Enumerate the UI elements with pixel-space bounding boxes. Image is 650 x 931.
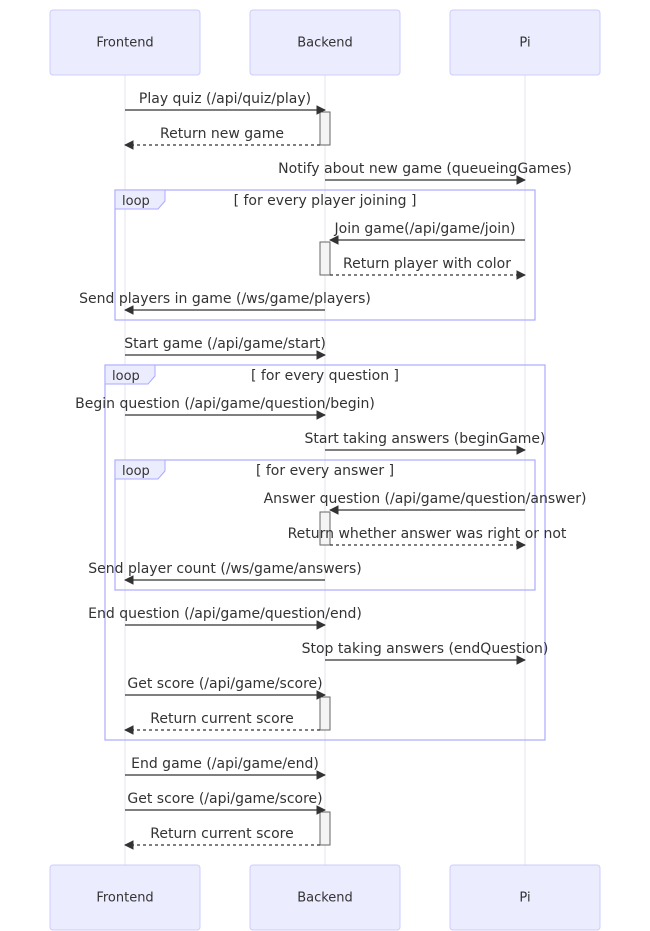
message-label: Return current score	[150, 826, 293, 842]
message: Return player with color	[330, 256, 526, 280]
activation-backend-1	[319, 111, 331, 146]
message-label: Notify about new game (queueingGames)	[278, 161, 572, 177]
loop-player-joining-condition: [ for every player joining ]	[234, 193, 417, 209]
message: Start taking answers (beginGame)	[305, 431, 546, 455]
loop-question-condition: [ for every question ]	[251, 368, 399, 384]
message-label: Answer question (/api/game/question/answ…	[264, 491, 587, 507]
message-label: Return whether answer was right or not	[288, 526, 567, 542]
actor-pi-top-label: Pi	[519, 36, 530, 51]
actor-frontend-bottom-label: Frontend	[96, 891, 153, 906]
message: End question (/api/game/question/end)	[88, 606, 362, 630]
message-label: Return player with color	[343, 256, 511, 272]
loop-answer-condition: [ for every answer ]	[256, 463, 394, 479]
message-label: Get score (/api/game/score)	[127, 791, 322, 807]
actor-pi-bottom-label: Pi	[519, 891, 530, 906]
message-label: Stop taking answers (endQuestion)	[302, 641, 549, 657]
actor-frontend-top: Frontend	[49, 9, 201, 76]
message: Start game (/api/game/start)	[124, 336, 326, 360]
actor-frontend-bottom: Frontend	[49, 864, 201, 931]
actor-backend-bottom: Backend	[249, 864, 401, 931]
loop-question: loop [ for every question ]	[104, 364, 546, 741]
message: Get score (/api/game/score)	[125, 791, 326, 815]
loop-answer: loop [ for every answer ]	[114, 459, 536, 591]
message: Begin question (/api/game/question/begin…	[75, 396, 375, 420]
activation-backend-5	[319, 811, 331, 846]
message-label: Return current score	[150, 711, 293, 727]
loop-player-joining-label: loop	[122, 194, 150, 209]
actor-backend-top-label: Backend	[297, 36, 353, 51]
message: Notify about new game (queueingGames)	[278, 161, 572, 185]
message-label: Begin question (/api/game/question/begin…	[75, 396, 375, 412]
message-label: Return new game	[160, 126, 284, 142]
loop-player-joining: loop [ for every player joining ]	[114, 189, 536, 321]
message-label: End question (/api/game/question/end)	[88, 606, 362, 622]
actor-frontend-top-label: Frontend	[96, 36, 153, 51]
message: Return current score	[124, 826, 320, 850]
message-label: Play quiz (/api/quiz/play)	[139, 91, 311, 107]
message: Return current score	[124, 711, 320, 735]
actor-backend-bottom-label: Backend	[297, 891, 353, 906]
activation-backend-3	[319, 511, 331, 546]
message: Play quiz (/api/quiz/play)	[125, 91, 326, 115]
message: Join game(/api/game/join)	[329, 221, 525, 245]
message-label: End game (/api/game/end)	[131, 756, 319, 772]
messages: Play quiz (/api/quiz/play) Return new ga…	[75, 91, 587, 850]
loop-question-label: loop	[112, 369, 140, 384]
message: Return whether answer was right or not	[288, 526, 567, 550]
message-label: Start taking answers (beginGame)	[305, 431, 546, 447]
actor-pi-top: Pi	[449, 9, 601, 76]
message: Return new game	[124, 126, 320, 150]
message-label: Send player count (/ws/game/answers)	[88, 561, 362, 577]
message-label: Start game (/api/game/start)	[124, 336, 326, 352]
message: Send players in game (/ws/game/players)	[79, 291, 371, 315]
loop-answer-label: loop	[122, 464, 150, 479]
message-label: Get score (/api/game/score)	[127, 676, 322, 692]
message-label: Send players in game (/ws/game/players)	[79, 291, 371, 307]
actor-pi-bottom: Pi	[449, 864, 601, 931]
message: Stop taking answers (endQuestion)	[302, 641, 549, 665]
message: Answer question (/api/game/question/answ…	[264, 491, 587, 515]
actor-backend-top: Backend	[249, 9, 401, 76]
activation-backend-4	[319, 696, 331, 731]
message: Get score (/api/game/score)	[125, 676, 326, 700]
activation-backend-2	[319, 241, 331, 276]
message-label: Join game(/api/game/join)	[334, 221, 516, 237]
message: End game (/api/game/end)	[125, 756, 326, 780]
message: Send player count (/ws/game/answers)	[88, 561, 362, 585]
